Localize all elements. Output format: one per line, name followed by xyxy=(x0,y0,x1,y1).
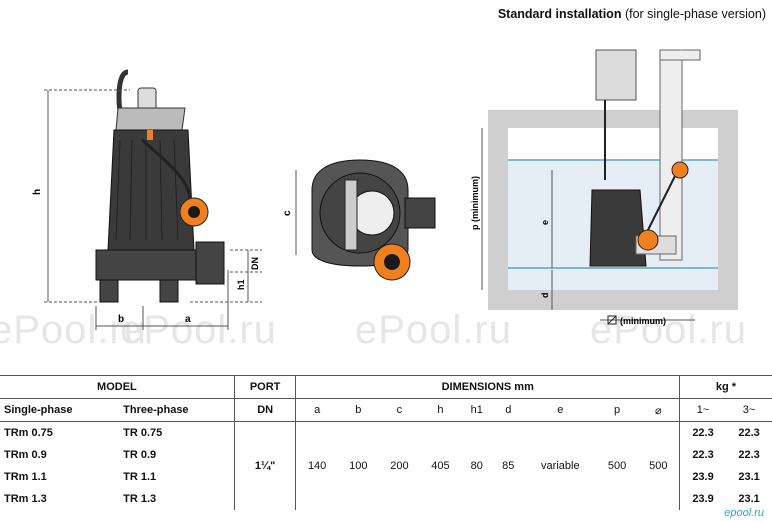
col-dimensions: DIMENSIONS mm xyxy=(295,375,680,399)
dim-label-d: d xyxy=(540,293,550,299)
watermark: ePool.ru xyxy=(355,308,512,352)
dim-label-square: (minimum) xyxy=(620,316,666,326)
dim-label-p: p (minimum) xyxy=(470,176,480,230)
watermark: ePool.ru xyxy=(120,308,277,352)
specs-table: MODEL PORT DIMENSIONS mm kg * Single-pha… xyxy=(0,375,772,510)
dim-label-b: b xyxy=(118,314,124,325)
pump-top-view xyxy=(311,159,436,281)
dim-label-e: e xyxy=(540,220,550,225)
pump-technical-drawing: h b a DN h1 c p (minimum) e d xyxy=(32,49,738,330)
pump-side-view xyxy=(95,69,225,303)
dim-label-c: c xyxy=(282,210,293,216)
installation-title: Standard installation (for single-phase … xyxy=(497,7,766,21)
col-port: PORT xyxy=(233,375,296,399)
table-row: TRm 0.9 TR 0.9 22.3 22.3 xyxy=(0,444,772,466)
dim-label-h1: h1 xyxy=(236,279,246,290)
col-three-phase: Three-phase xyxy=(119,398,235,422)
watermark: ePool.ru xyxy=(590,308,747,352)
col-dn: DN xyxy=(233,398,296,422)
col-model: MODEL xyxy=(0,375,235,399)
col-single-phase: Single-phase xyxy=(0,398,120,422)
col-kg: kg * xyxy=(678,375,772,399)
table-row: TRm 0.75 TR 0.75 1¼" 140 100 200 405 80 … xyxy=(0,421,772,510)
table-row: TRm 1.1 TR 1.1 23.9 23.1 xyxy=(0,466,772,488)
installation-pit xyxy=(488,49,738,310)
dim-label-a: a xyxy=(185,314,191,325)
site-badge: epool.ru xyxy=(722,507,766,519)
dim-label-dn: DN xyxy=(250,257,260,270)
table-row: TRm 1.3 TR 1.3 23.9 23.1 xyxy=(0,488,772,510)
watermark: ePool.ru xyxy=(0,308,147,352)
dim-label-h: h xyxy=(32,189,43,195)
